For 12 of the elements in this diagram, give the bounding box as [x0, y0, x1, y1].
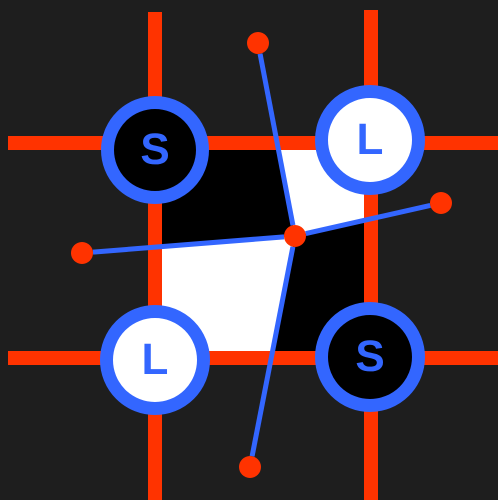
node-label: S — [140, 128, 170, 172]
point-marker — [71, 242, 93, 264]
point-marker — [247, 32, 269, 54]
node-label: S — [355, 335, 385, 379]
connector-line — [305, 202, 431, 236]
connector-line — [250, 246, 296, 457]
node-label: L — [356, 118, 384, 162]
point-marker — [430, 192, 452, 214]
connector-line — [258, 53, 296, 226]
point-marker — [239, 456, 261, 478]
connector-line — [92, 234, 284, 255]
node-label: L — [142, 338, 168, 382]
